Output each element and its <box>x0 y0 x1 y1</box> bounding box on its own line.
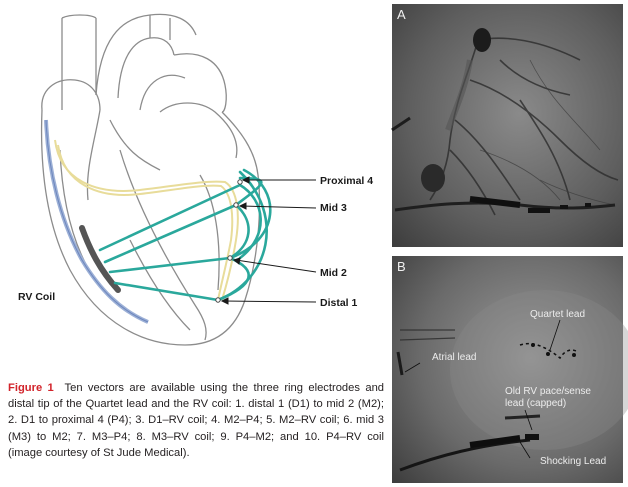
figure-caption: Figure 1 Ten vectors are available using… <box>8 380 384 461</box>
label-distal-1: Distal 1 <box>320 297 358 309</box>
heart-diagram: Proximal 4 Mid 3 Mid 2 Distal 1 RV Coil <box>18 14 373 345</box>
panel-letter-b: B <box>397 259 406 274</box>
label-rv-coil: RV Coil <box>18 291 55 303</box>
vector-m3-rv <box>105 205 236 262</box>
label-old-rv-lead-1: Old RV pace/sense <box>505 386 591 397</box>
label-quartet-lead: Quartet lead <box>530 309 585 320</box>
label-shocking-lead: Shocking Lead <box>540 456 606 467</box>
panel-letter-a: A <box>397 7 406 22</box>
vector-d1-rv <box>115 283 218 300</box>
xray-panel-b: B Quartet lead Atrial lead Old RV pace/s… <box>392 256 628 483</box>
label-mid-2: Mid 2 <box>320 267 347 279</box>
figure-label: Figure 1 <box>8 382 54 394</box>
electrode-mid-2 <box>228 256 232 260</box>
quartet-lead <box>55 140 238 300</box>
label-proximal-4: Proximal 4 <box>320 175 373 187</box>
label-old-rv-lead-2: lead (capped) <box>505 398 566 409</box>
pacing-vectors <box>100 170 270 300</box>
electrode-mid-3 <box>234 203 238 207</box>
caption-text: Ten vectors are available using the thre… <box>8 382 384 459</box>
electrode-distal-1 <box>216 298 220 302</box>
label-atrial-lead: Atrial lead <box>432 352 476 363</box>
xray-panel-a: A <box>392 4 623 247</box>
vector-m2-rv <box>110 258 230 272</box>
label-mid-3: Mid 3 <box>320 202 347 214</box>
rv-lead <box>46 120 148 322</box>
electrode-proximal-4 <box>238 180 242 184</box>
